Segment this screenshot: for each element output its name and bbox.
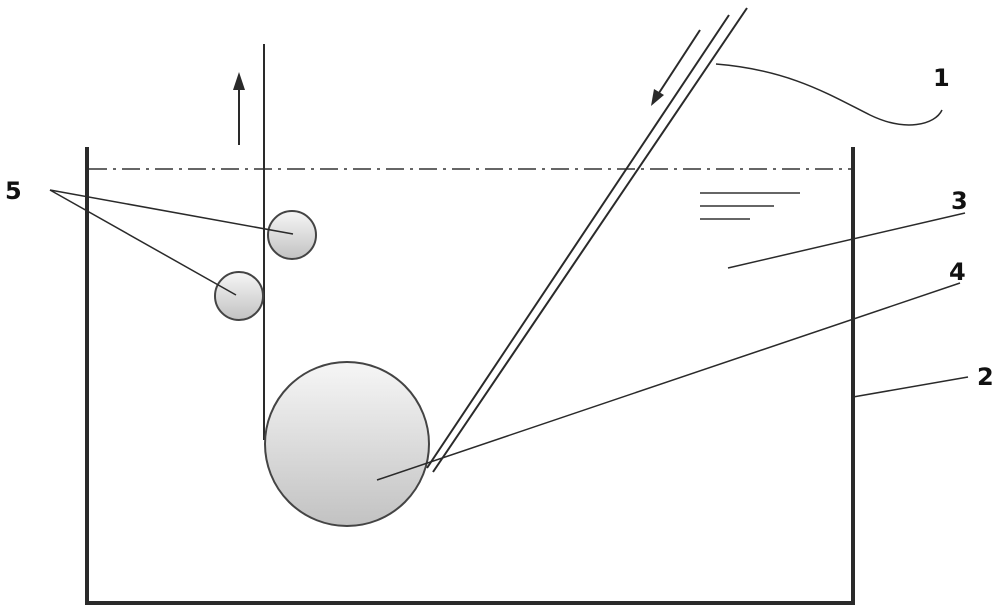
label-4: 4: [949, 258, 966, 286]
label-2: 2: [977, 363, 994, 391]
bubble-lower: [214, 271, 264, 321]
label-1: 1: [933, 64, 950, 92]
label-5: 5: [5, 177, 22, 205]
up-arrow-icon: [233, 72, 245, 145]
label-3: 3: [951, 187, 968, 215]
feed-arrow-icon: [651, 29, 701, 106]
bubble-upper: [267, 210, 317, 260]
feed-strip: [426, 7, 748, 473]
roller-ball: [264, 361, 430, 527]
leader-lines: [49, 63, 969, 481]
tank: [85, 147, 855, 605]
liquid-level-symbol: [700, 192, 800, 220]
